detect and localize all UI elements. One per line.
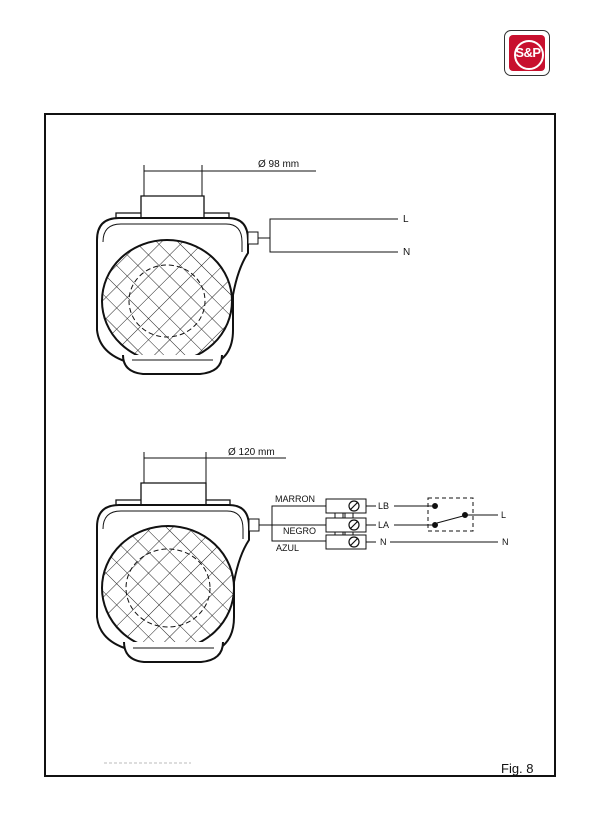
outlet-spigot — [141, 196, 204, 217]
figure-label: Fig. 8 — [501, 761, 534, 776]
terminal-screws — [349, 501, 359, 547]
two-way-switch — [433, 504, 499, 528]
cable-gland — [249, 519, 259, 531]
fan-unit-120mm: Ø 120 mm MARRON NEGRO AZUL — [97, 447, 509, 662]
wire-label-azul: AZUL — [276, 543, 299, 553]
fan-grille — [102, 240, 232, 362]
wire-label-l: L — [403, 214, 409, 225]
supply-label-n: N — [502, 537, 509, 547]
terminal-label-la: LA — [378, 520, 389, 530]
fan-unit-98mm: Ø 98 mm L N — [97, 159, 410, 374]
wire-label-n: N — [403, 247, 410, 258]
diameter-label-98: Ø 98 mm — [258, 159, 299, 170]
fan-base — [123, 355, 222, 374]
wire-label-negro: NEGRO — [283, 526, 316, 536]
wire-label-marron: MARRON — [275, 494, 315, 504]
terminal-label-n: N — [380, 537, 387, 547]
outlet-spigot — [141, 483, 206, 504]
fan-grille — [102, 526, 234, 650]
supply-label-l: L — [501, 510, 506, 520]
fan-base — [124, 642, 223, 662]
diameter-label-120: Ø 120 mm — [228, 447, 275, 458]
cable-gland — [248, 232, 258, 244]
supply-wires-98 — [270, 219, 398, 252]
terminal-label-lb: LB — [378, 501, 389, 511]
terminal-block — [326, 499, 366, 549]
